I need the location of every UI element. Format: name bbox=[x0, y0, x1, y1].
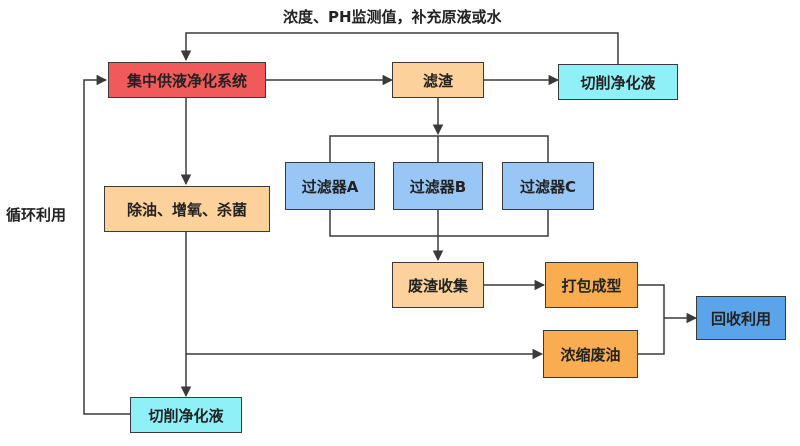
label-left-recycle: 循环利用 bbox=[6, 206, 67, 224]
connector-feedback-top bbox=[180, 32, 619, 64]
node-slag: 滤渣 bbox=[392, 62, 484, 98]
node-concentrate-oil: 浓缩废油 bbox=[543, 330, 638, 378]
node-central-system: 集中供液净化系统 bbox=[108, 62, 266, 98]
node-degrease: 除油、增氧、杀菌 bbox=[104, 186, 270, 232]
node-cutting-fluid-bottom: 切削净化液 bbox=[130, 397, 242, 433]
node-filter-c: 过滤器C bbox=[502, 162, 594, 210]
connector-merge-right bbox=[638, 284, 665, 355]
connector-recycle-loop bbox=[83, 74, 130, 415]
node-waste-collect: 废渣收集 bbox=[392, 262, 484, 308]
node-recycle: 回收利用 bbox=[696, 296, 786, 340]
connector-upper-bracket bbox=[329, 135, 549, 162]
node-filter-b: 过滤器B bbox=[393, 162, 483, 210]
label-top-feedback: 浓度、PH监测值，补充原液或水 bbox=[283, 8, 502, 26]
connector-lower-bracket bbox=[329, 210, 549, 237]
node-filter-a: 过滤器A bbox=[285, 162, 375, 210]
node-pack: 打包成型 bbox=[545, 262, 638, 308]
node-cutting-fluid-top: 切削净化液 bbox=[558, 64, 678, 100]
